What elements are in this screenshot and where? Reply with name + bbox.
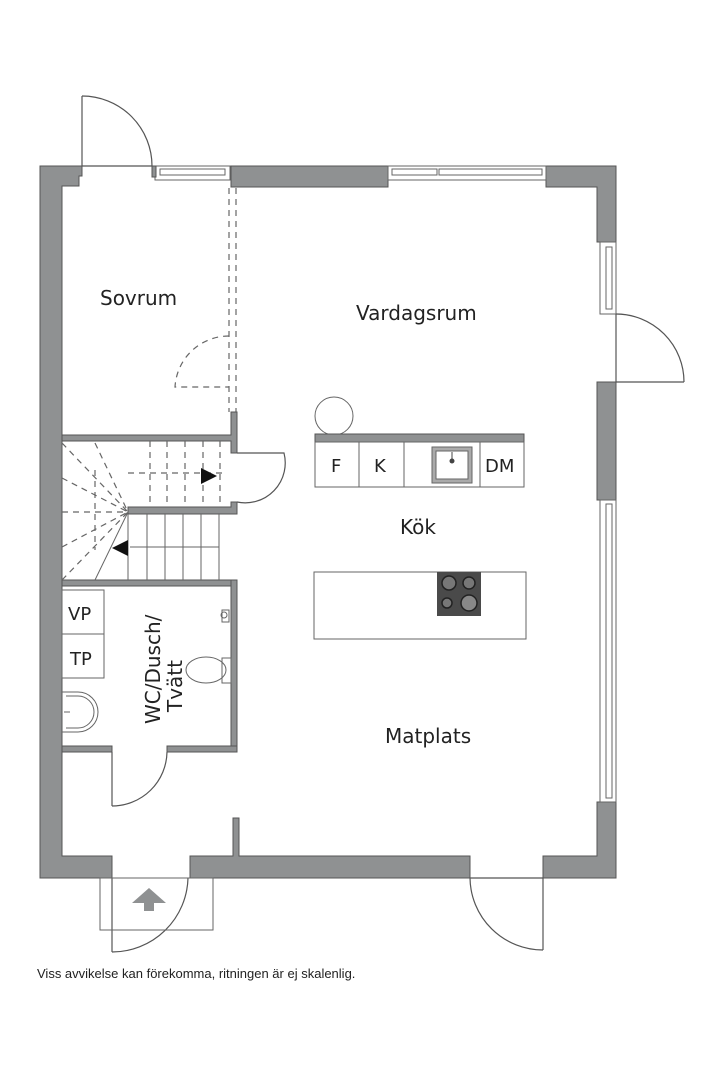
room-label-wc: WC/Dusch/ Tvätt (141, 614, 187, 724)
fixture-label-dryer: TP (69, 649, 92, 670)
entrance (99, 877, 214, 931)
interior-walls (61, 411, 238, 753)
entrance-arrow-icon (132, 888, 166, 911)
staircase (61, 441, 224, 581)
room-label-wc-line1: WC/Dusch/ (141, 614, 165, 724)
dashed-lines (228, 188, 237, 412)
fixture-label-washer: VP (68, 604, 91, 625)
stair-arrow-down-icon (112, 540, 128, 556)
room-label-matplats: Matplats (385, 724, 471, 748)
room-label-kok: Kök (400, 515, 436, 539)
doors (81, 95, 685, 953)
room-label-vardagsrum: Vardagsrum (356, 301, 477, 325)
fixture-label-freezer: K (374, 456, 387, 477)
room-label-sovrum: Sovrum (100, 286, 177, 310)
stair-arrow-up-icon (201, 468, 217, 484)
room-label-wc-line2: Tvätt (163, 660, 187, 713)
bathroom-fixtures (61, 589, 232, 733)
fixture-label-dishwasher: DM (485, 456, 514, 477)
windows (151, 165, 617, 803)
kitchen (313, 396, 527, 640)
fixture-label-fridge: F (331, 456, 341, 477)
disclaimer-text: Viss avvikelse kan förekomma, ritningen … (37, 966, 356, 981)
outer-walls (39, 165, 617, 879)
